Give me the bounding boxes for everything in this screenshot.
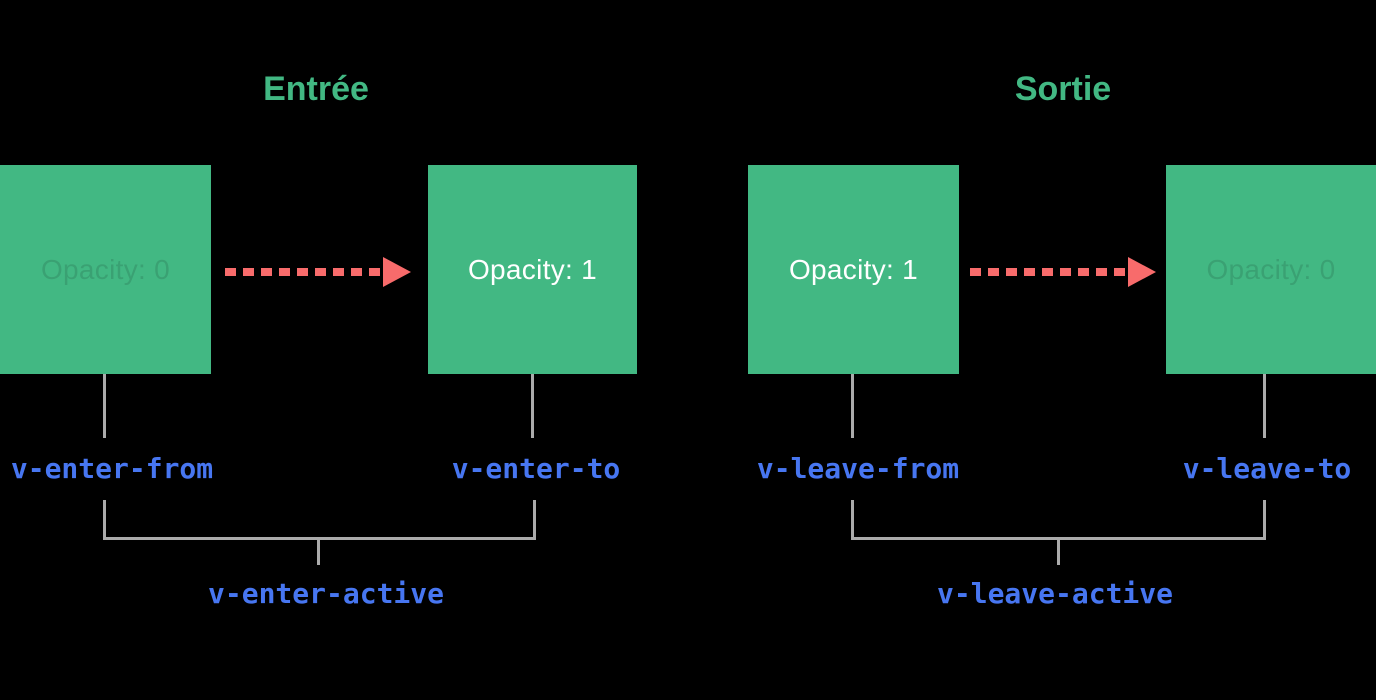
- enter-from-class-label: v-enter-from: [10, 452, 214, 485]
- leave-to-box: Opacity: 0: [1166, 165, 1376, 374]
- enter-arrow-dashes: [225, 268, 383, 276]
- leave-arrowhead-icon: [1128, 257, 1156, 287]
- enter-to-connector-line: [531, 374, 534, 438]
- enter-to-box-label: Opacity: 1: [467, 253, 598, 285]
- leave-from-box-label: Opacity: 1: [788, 253, 919, 285]
- leave-to-box-label: Opacity: 0: [1206, 253, 1336, 285]
- enter-to-class-label: v-enter-to: [451, 452, 621, 485]
- leave-section-title: Sortie: [1014, 70, 1112, 108]
- enter-section-title: Entrée: [263, 70, 369, 108]
- leave-from-class-label: v-leave-from: [756, 452, 960, 485]
- leave-from-box: Opacity: 1: [748, 165, 959, 374]
- enter-arrowhead-icon: [383, 257, 411, 287]
- enter-active-bracket: [103, 500, 536, 540]
- enter-active-bracket-stem: [317, 540, 320, 565]
- leave-active-class-label: v-leave-active: [936, 577, 1174, 610]
- leave-to-class-label: v-leave-to: [1182, 452, 1352, 485]
- leave-active-bracket: [851, 500, 1266, 540]
- enter-active-class-label: v-enter-active: [207, 577, 445, 610]
- leave-to-connector-line: [1263, 374, 1266, 438]
- leave-from-connector-line: [851, 374, 854, 438]
- enter-from-box: Opacity: 0: [0, 165, 211, 374]
- enter-from-box-label: Opacity: 0: [40, 253, 171, 285]
- leave-arrow-dashes: [970, 268, 1128, 276]
- leave-active-bracket-stem: [1057, 540, 1060, 565]
- enter-to-box: Opacity: 1: [428, 165, 637, 374]
- enter-from-connector-line: [103, 374, 106, 438]
